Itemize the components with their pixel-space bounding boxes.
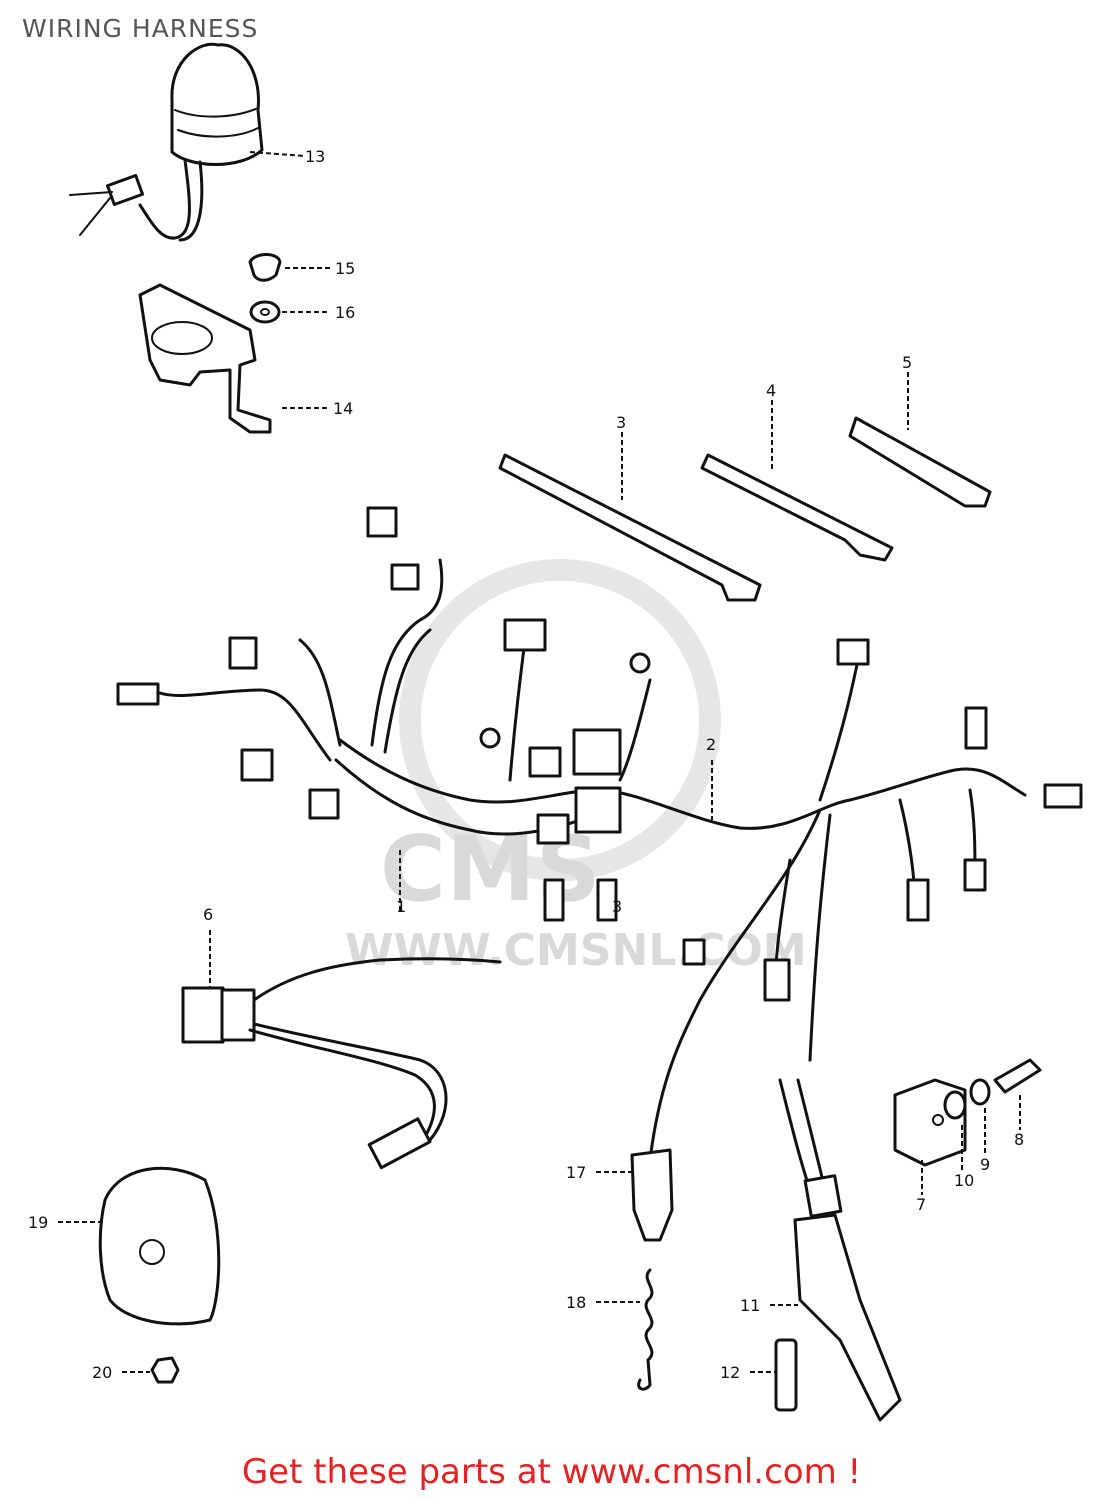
part-13-unit [69, 42, 306, 242]
part-17-switch [596, 1148, 674, 1242]
part-3-strap [498, 432, 762, 602]
callout-7: 7 [916, 1195, 926, 1214]
part-19-horn [58, 1166, 221, 1326]
part-9-washer [969, 1078, 991, 1155]
callout-10: 10 [954, 1171, 974, 1190]
callout-18: 18 [566, 1293, 586, 1312]
part-4-strap [700, 400, 894, 562]
part-8-bolt [993, 1058, 1042, 1130]
part-10-washer [943, 1090, 967, 1170]
callout-8: 8 [1014, 1130, 1024, 1149]
callout-15: 15 [335, 259, 355, 278]
callout-12: 12 [720, 1363, 740, 1382]
part-16-washer [249, 300, 330, 324]
part-1-main-harness [116, 506, 1083, 1162]
callout-2: 2 [706, 735, 716, 754]
page-title: WIRING HARNESS [22, 14, 259, 43]
callout-14: 14 [333, 399, 353, 418]
callout-5: 5 [902, 353, 912, 372]
callout-4: 4 [766, 381, 776, 400]
callout-3: 3 [616, 413, 626, 432]
callout-9: 9 [980, 1155, 990, 1174]
callout-3b: 3 [612, 897, 622, 916]
callout-1: 1 [396, 897, 406, 916]
callout-20: 20 [92, 1363, 112, 1382]
callout-17: 17 [566, 1163, 586, 1182]
part-14-bracket [138, 283, 328, 434]
footer-link[interactable]: Get these parts at www.cmsnl.com ! [241, 1452, 862, 1492]
part-11-fuse-holder [770, 1078, 902, 1422]
callout-11: 11 [740, 1296, 760, 1315]
part-12-fuse [750, 1338, 798, 1412]
part-6-sub-harness [181, 930, 502, 1170]
callout-19: 19 [28, 1213, 48, 1232]
part-20-bolt [122, 1356, 180, 1384]
callout-6: 6 [203, 905, 213, 924]
part-5-strap [848, 372, 992, 508]
callout-13: 13 [305, 147, 325, 166]
part-18-spring [596, 1268, 654, 1391]
watermark-url: WWW.CMSNL.COM [345, 925, 807, 976]
callout-16: 16 [335, 303, 355, 322]
part-15-screw [248, 253, 330, 282]
